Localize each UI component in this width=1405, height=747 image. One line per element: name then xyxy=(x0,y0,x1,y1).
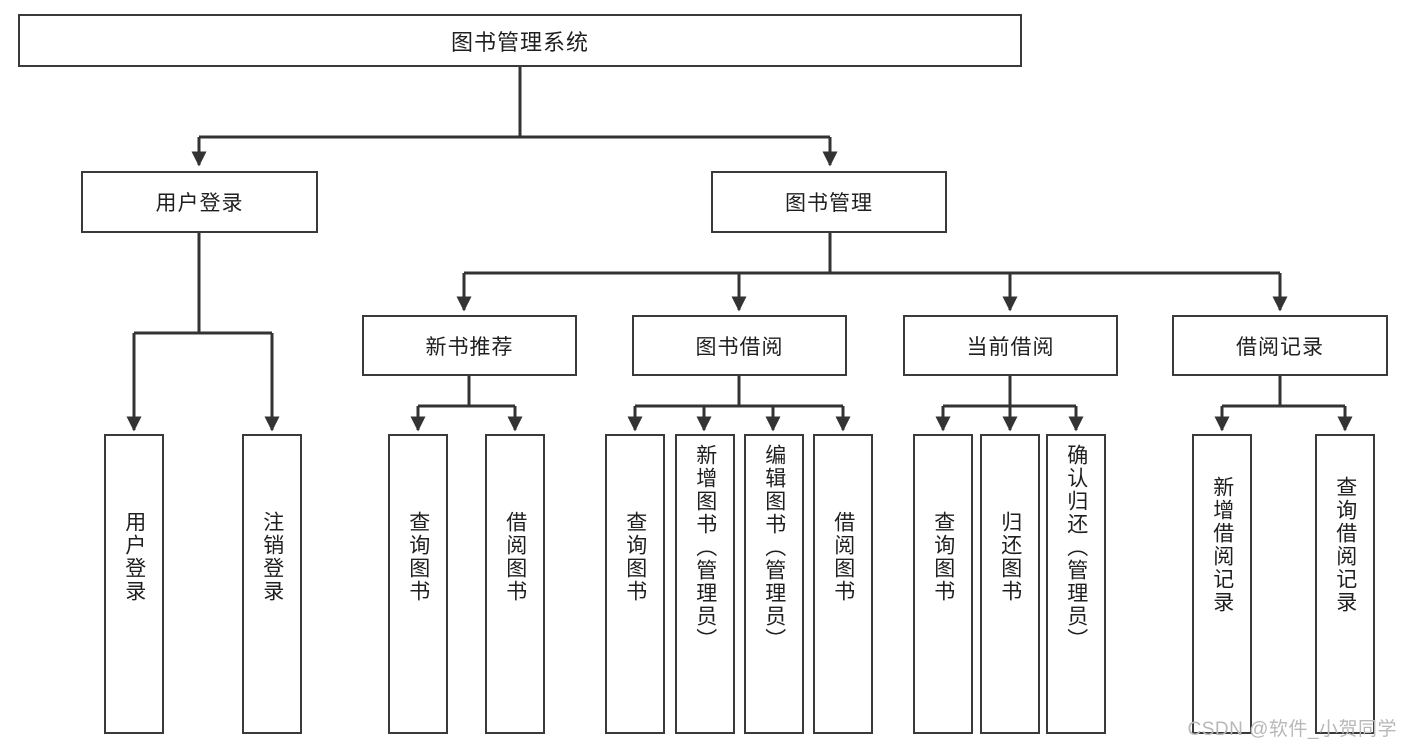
node-book-borrow-label: 图书借阅 xyxy=(695,335,784,359)
node-leaf-edit-book-label: 编辑图书（管理员） xyxy=(762,444,786,651)
node-current-borrow-label: 当前借阅 xyxy=(966,335,1055,359)
node-leaf-confirm-return-label: 确认归还（管理员） xyxy=(1064,444,1088,651)
node-leaf-user-login[interactable]: 用户登录 xyxy=(104,434,164,734)
node-user-login[interactable]: 用户登录 xyxy=(81,171,318,233)
node-current-borrow[interactable]: 当前借阅 xyxy=(903,315,1118,376)
node-leaf-query-book-3[interactable]: 查询图书 xyxy=(913,434,973,734)
node-leaf-query-book-1[interactable]: 查询图书 xyxy=(388,434,448,734)
node-leaf-query-record[interactable]: 查询借阅记录 xyxy=(1315,434,1375,734)
node-new-book-rec[interactable]: 新书推荐 xyxy=(362,315,577,376)
node-leaf-confirm-return[interactable]: 确认归还（管理员） xyxy=(1046,434,1106,734)
node-leaf-query-book-2-label: 查询图书 xyxy=(623,511,647,603)
node-leaf-borrow-book-1-label: 借阅图书 xyxy=(503,511,527,603)
node-leaf-logout-label: 注销登录 xyxy=(260,511,284,603)
node-book-manage-label: 图书管理 xyxy=(785,192,873,215)
node-leaf-query-book-2[interactable]: 查询图书 xyxy=(605,434,665,734)
node-root-label: 图书管理系统 xyxy=(450,29,589,55)
node-leaf-add-record-label: 新增借阅记录 xyxy=(1210,476,1234,614)
node-leaf-logout[interactable]: 注销登录 xyxy=(242,434,302,734)
node-leaf-borrow-book-2[interactable]: 借阅图书 xyxy=(813,434,873,734)
node-book-manage[interactable]: 图书管理 xyxy=(711,171,947,233)
node-leaf-query-book-3-label: 查询图书 xyxy=(931,511,955,603)
node-leaf-add-book[interactable]: 新增图书（管理员） xyxy=(675,434,735,734)
watermark: CSDN @软件_小贺同学 xyxy=(1187,719,1397,740)
node-root[interactable]: 图书管理系统 xyxy=(18,14,1022,67)
node-leaf-user-login-label: 用户登录 xyxy=(122,511,146,603)
node-leaf-return-book[interactable]: 归还图书 xyxy=(980,434,1040,734)
node-borrow-record-label: 借阅记录 xyxy=(1236,335,1324,359)
node-leaf-query-record-label: 查询借阅记录 xyxy=(1333,476,1357,614)
node-user-login-label: 用户登录 xyxy=(155,192,244,215)
node-book-borrow[interactable]: 图书借阅 xyxy=(632,315,847,376)
node-leaf-borrow-book-1[interactable]: 借阅图书 xyxy=(485,434,545,734)
node-borrow-record[interactable]: 借阅记录 xyxy=(1172,315,1388,376)
node-leaf-edit-book[interactable]: 编辑图书（管理员） xyxy=(744,434,804,734)
node-leaf-add-book-label: 新增图书（管理员） xyxy=(693,444,717,651)
node-leaf-query-book-1-label: 查询图书 xyxy=(406,511,430,603)
node-leaf-borrow-book-2-label: 借阅图书 xyxy=(831,511,855,603)
node-new-book-rec-label: 新书推荐 xyxy=(425,335,514,359)
node-leaf-return-book-label: 归还图书 xyxy=(998,511,1022,603)
node-leaf-add-record[interactable]: 新增借阅记录 xyxy=(1192,434,1252,734)
